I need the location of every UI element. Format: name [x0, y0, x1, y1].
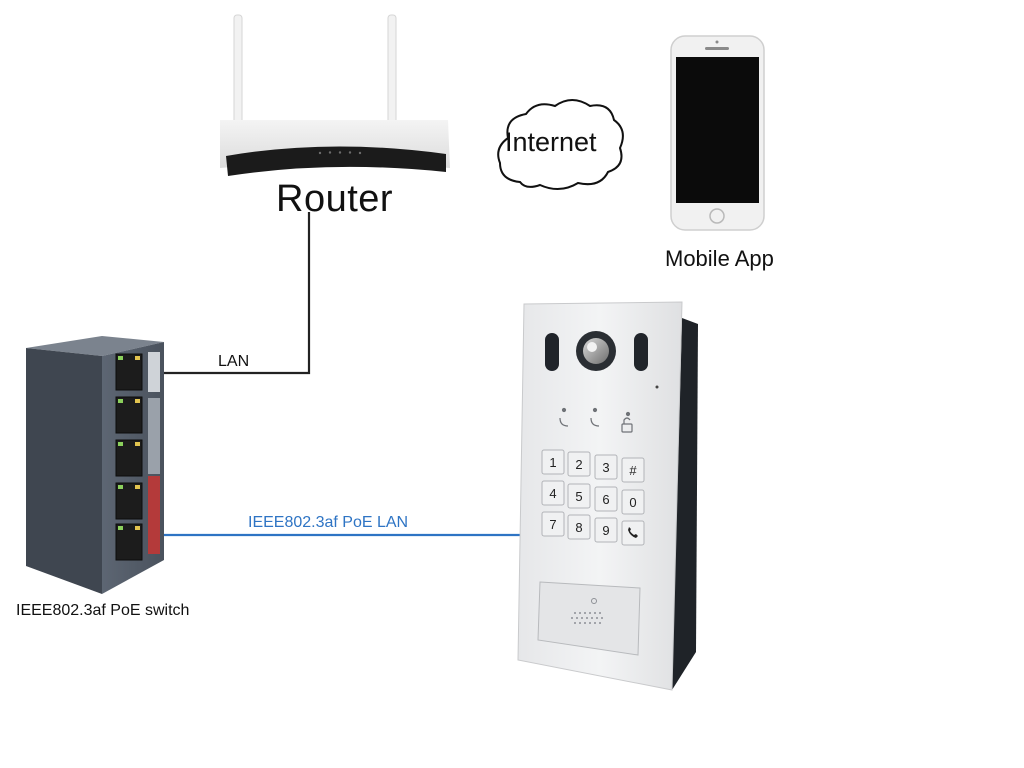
- router-label: Router: [276, 178, 394, 220]
- door-station-icon: [517, 301, 698, 691]
- call-icon: [628, 527, 638, 538]
- key-hash: #: [629, 463, 637, 478]
- mobile-phone-icon: [670, 35, 765, 231]
- poe-switch-label: IEEE802.3af PoE switch: [16, 602, 190, 619]
- key-2: 2: [575, 457, 582, 472]
- key-1: 1: [549, 455, 556, 470]
- key-7: 7: [549, 517, 556, 532]
- poe-lan-label: IEEE802.3af PoE LAN: [248, 514, 409, 531]
- key-8: 8: [575, 520, 582, 535]
- key-0: 0: [629, 495, 636, 510]
- key-9: 9: [602, 523, 609, 538]
- router-icon: [220, 14, 450, 176]
- key-3: 3: [602, 460, 609, 475]
- poe-switch-icon: [26, 336, 164, 594]
- key-4: 4: [549, 486, 556, 501]
- key-5: 5: [575, 489, 582, 504]
- lan-cable: [163, 212, 311, 375]
- lan-label: LAN: [218, 353, 250, 370]
- internet-label: Internet: [505, 127, 597, 157]
- internet-cloud-icon: [497, 99, 624, 190]
- key-6: 6: [602, 492, 609, 507]
- mobile-app-label: Mobile App: [665, 246, 774, 271]
